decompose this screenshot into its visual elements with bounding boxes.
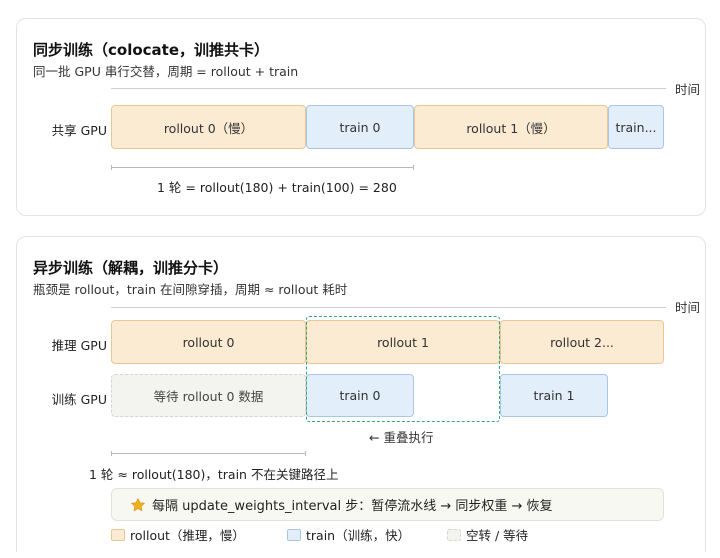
sync-cycle-measure xyxy=(111,165,414,170)
sync-rollout-1-block: rollout 1（慢） xyxy=(414,105,608,149)
sync-rollout-0-block: rollout 0（慢） xyxy=(111,105,306,149)
async-rollout-2-block: rollout 2... xyxy=(500,320,664,364)
async-cycle-measure xyxy=(111,451,306,456)
sync-train-next-block: train... xyxy=(608,105,664,149)
legend-train: train（训练，快） xyxy=(287,525,410,544)
sync-time-label: 时间 xyxy=(675,82,701,97)
legend-idle-label: 空转 / 等待 xyxy=(466,528,529,543)
legend-idle-swatch xyxy=(447,528,461,541)
overlap-highlight-box xyxy=(306,316,500,422)
weight-sync-note-text: 每隔 update_weights_interval 步：暂停流水线 → 同步权… xyxy=(152,499,553,514)
async-train-1-block: train 1 xyxy=(500,374,608,417)
async-time-label: 时间 xyxy=(675,300,701,315)
legend-train-swatch xyxy=(287,528,301,541)
sync-training-card: 同步训练（colocate，训推共卡） 同一批 GPU 串行交替，周期 = ro… xyxy=(16,18,706,216)
legend-rollout: rollout（推理，慢） xyxy=(111,525,245,544)
async-idle-wait-block: 等待 rollout 0 数据 xyxy=(111,374,306,417)
overlap-label: ← 重叠执行 xyxy=(369,430,434,445)
sync-cycle-label: 1 轮 = rollout(180) + train(100) = 280 xyxy=(157,180,397,195)
legend-rollout-label: rollout（推理，慢） xyxy=(130,528,245,543)
legend-train-label: train（训练，快） xyxy=(306,528,411,543)
sync-time-axis xyxy=(111,88,666,89)
async-cycle-label: 1 轮 ≈ rollout(180)，train 不在关键路径上 xyxy=(89,467,339,482)
sync-subtitle: 同一批 GPU 串行交替，周期 = rollout + train xyxy=(33,64,299,79)
legend-idle: 空转 / 等待 xyxy=(447,525,528,544)
async-title: 异步训练（解耦，训推分卡） xyxy=(33,259,229,277)
async-rollout-0-block: rollout 0 xyxy=(111,320,306,364)
legend-rollout-swatch xyxy=(111,528,125,541)
async-time-axis xyxy=(111,307,666,308)
async-row-label-training: 训练 GPU xyxy=(51,392,107,407)
star-icon xyxy=(130,497,146,511)
sync-row-label: 共享 GPU xyxy=(51,123,107,138)
async-rollout-1-block: rollout 1 xyxy=(306,320,500,364)
weight-sync-note: 每隔 update_weights_interval 步：暂停流水线 → 同步权… xyxy=(111,488,664,521)
async-subtitle: 瓶颈是 rollout，train 在间隙穿插，周期 ≈ rollout 耗时 xyxy=(33,282,348,297)
async-row-label-inference: 推理 GPU xyxy=(51,338,107,353)
sync-train-0-block: train 0 xyxy=(306,105,414,149)
sync-title: 同步训练（colocate，训推共卡） xyxy=(33,41,270,59)
async-training-card: 异步训练（解耦，训推分卡） 瓶颈是 rollout，train 在间隙穿插，周期… xyxy=(16,236,706,552)
